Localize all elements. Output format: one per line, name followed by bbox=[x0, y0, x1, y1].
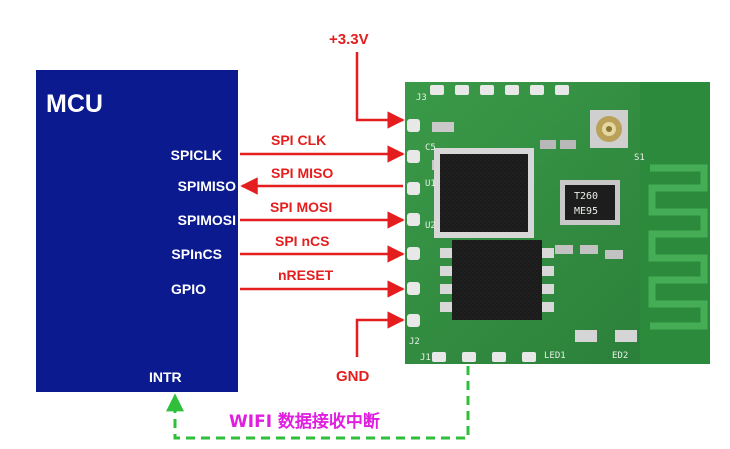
mcu-pin-spiclk: SPICLK bbox=[171, 147, 222, 163]
mcu-block: MCU SPICLK SPIMISO SPIMOSI SPInCS GPIO I… bbox=[36, 70, 238, 392]
signal-spi-miso: SPI MISO bbox=[271, 165, 333, 181]
silk-j2: J2 bbox=[409, 337, 420, 347]
antenna-connector bbox=[590, 110, 628, 148]
mcu-pin-spimosi: SPIMOSI bbox=[178, 212, 236, 228]
vcc-arrow bbox=[355, 52, 405, 129]
signal-spi-ncs: SPI nCS bbox=[275, 233, 329, 249]
silkscreen-labels: J3 C5 U1 U2 J2 J1 LED1 ED2 S1 bbox=[409, 93, 645, 363]
silk-c5: C5 bbox=[425, 143, 436, 153]
signal-spi-mosi: SPI MOSI bbox=[270, 199, 332, 215]
regulator-chip: T260 ME95 bbox=[560, 180, 620, 225]
module-bottom-pads bbox=[432, 352, 536, 362]
silk-ed2: ED2 bbox=[612, 351, 628, 361]
mcu-pin-intr: INTR bbox=[149, 369, 182, 385]
module-top-pads bbox=[430, 85, 569, 95]
vcc-label: +3.3V bbox=[329, 31, 369, 48]
mcu-body bbox=[36, 70, 238, 392]
interrupt-label: WIFI 数据接收中断 bbox=[229, 411, 380, 432]
silk-led1: LED1 bbox=[544, 351, 566, 361]
wifi-module: T260 ME95 J3 C5 U1 U2 J2 J1 LED1 ED2 S1 bbox=[405, 82, 710, 364]
antenna-trace bbox=[648, 164, 708, 330]
signal-lines: SPI CLK SPI MISO SPI MOSI SPI nCS nRESET bbox=[240, 132, 405, 298]
silk-u1: U1 bbox=[425, 179, 436, 189]
antenna-area bbox=[640, 82, 710, 364]
power-supply: +3.3V GND bbox=[329, 31, 405, 385]
gnd-arrow bbox=[355, 311, 405, 357]
flash-chip bbox=[440, 240, 554, 320]
silk-s1: S1 bbox=[634, 153, 645, 163]
mcu-pin-spincs: SPInCS bbox=[171, 246, 222, 262]
silk-u2: U2 bbox=[425, 221, 436, 231]
interrupt-path: WIFI 数据接收中断 bbox=[166, 366, 470, 440]
wifi-chip bbox=[434, 148, 534, 238]
silk-j3: J3 bbox=[416, 93, 427, 103]
signal-spi-clk: SPI CLK bbox=[271, 132, 326, 148]
chip-marking-line2: ME95 bbox=[574, 206, 598, 217]
chip-marking-line1: T260 bbox=[574, 191, 598, 202]
interrupt-dashed-line bbox=[166, 366, 470, 440]
mcu-pin-spimiso: SPIMISO bbox=[178, 178, 236, 194]
mcu-title: MCU bbox=[46, 90, 103, 118]
gnd-label: GND bbox=[336, 368, 370, 385]
silk-j1: J1 bbox=[420, 353, 431, 363]
mcu-pin-gpio: GPIO bbox=[171, 281, 206, 297]
module-left-pads bbox=[407, 119, 420, 327]
signal-nreset: nRESET bbox=[278, 267, 334, 283]
